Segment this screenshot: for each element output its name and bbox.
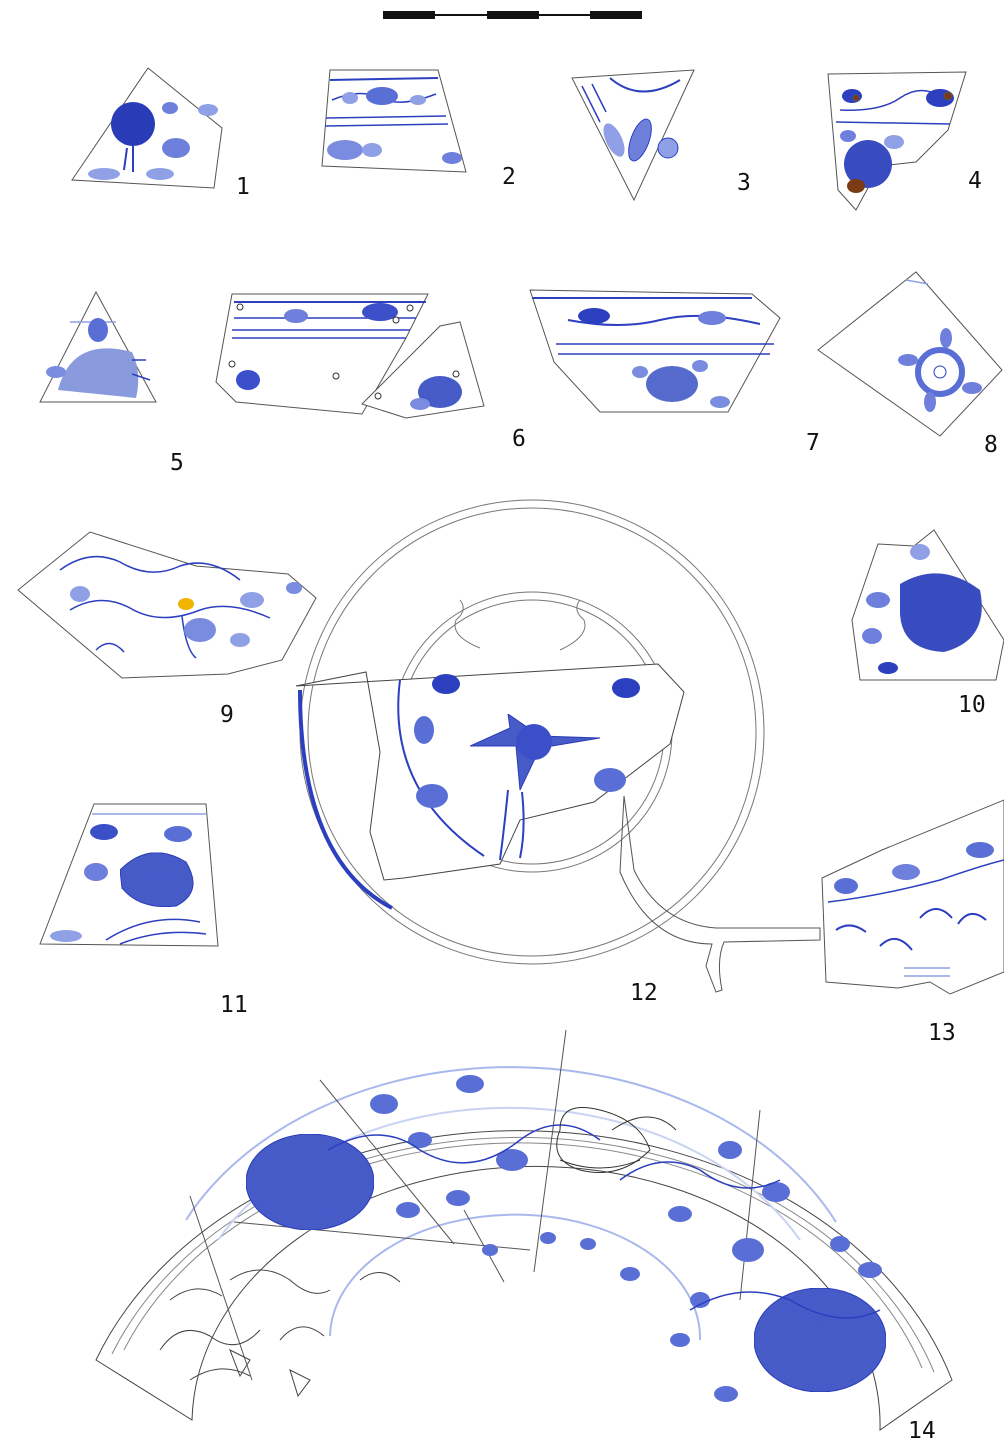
sherd-label-12: 12 [630, 980, 658, 1006]
sherd-8 [818, 272, 1002, 436]
sherd-label-4: 4 [968, 168, 982, 194]
sherd-4 [828, 72, 966, 210]
sherd-label-7: 7 [806, 430, 820, 456]
sherd-2 [322, 70, 466, 172]
scale-bar [383, 11, 642, 19]
sherd-5 [40, 292, 156, 402]
sherd-label-3: 3 [737, 170, 751, 196]
sherd-7 [530, 290, 780, 412]
sherd-label-5: 5 [170, 450, 184, 476]
sherd-11 [40, 804, 218, 946]
sherd-label-13: 13 [928, 1020, 956, 1046]
sherd-3 [572, 70, 694, 200]
sherd-1 [72, 68, 222, 188]
sherd-10 [852, 530, 1004, 680]
sherd-13 [822, 800, 1004, 994]
sherd-14 [96, 1030, 952, 1430]
sherd-label-6: 6 [512, 426, 526, 452]
sherd-12 [296, 500, 820, 992]
sherd-label-14: 14 [908, 1418, 936, 1444]
sherd-label-8: 8 [984, 432, 998, 458]
sherd-label-10: 10 [958, 692, 986, 718]
sherd-label-1: 1 [236, 174, 250, 200]
sherd-label-9: 9 [220, 702, 234, 728]
sherd-label-2: 2 [502, 164, 516, 190]
sherd-label-11: 11 [220, 992, 248, 1018]
sherd-6 [216, 294, 484, 418]
sherd-9 [18, 532, 316, 678]
